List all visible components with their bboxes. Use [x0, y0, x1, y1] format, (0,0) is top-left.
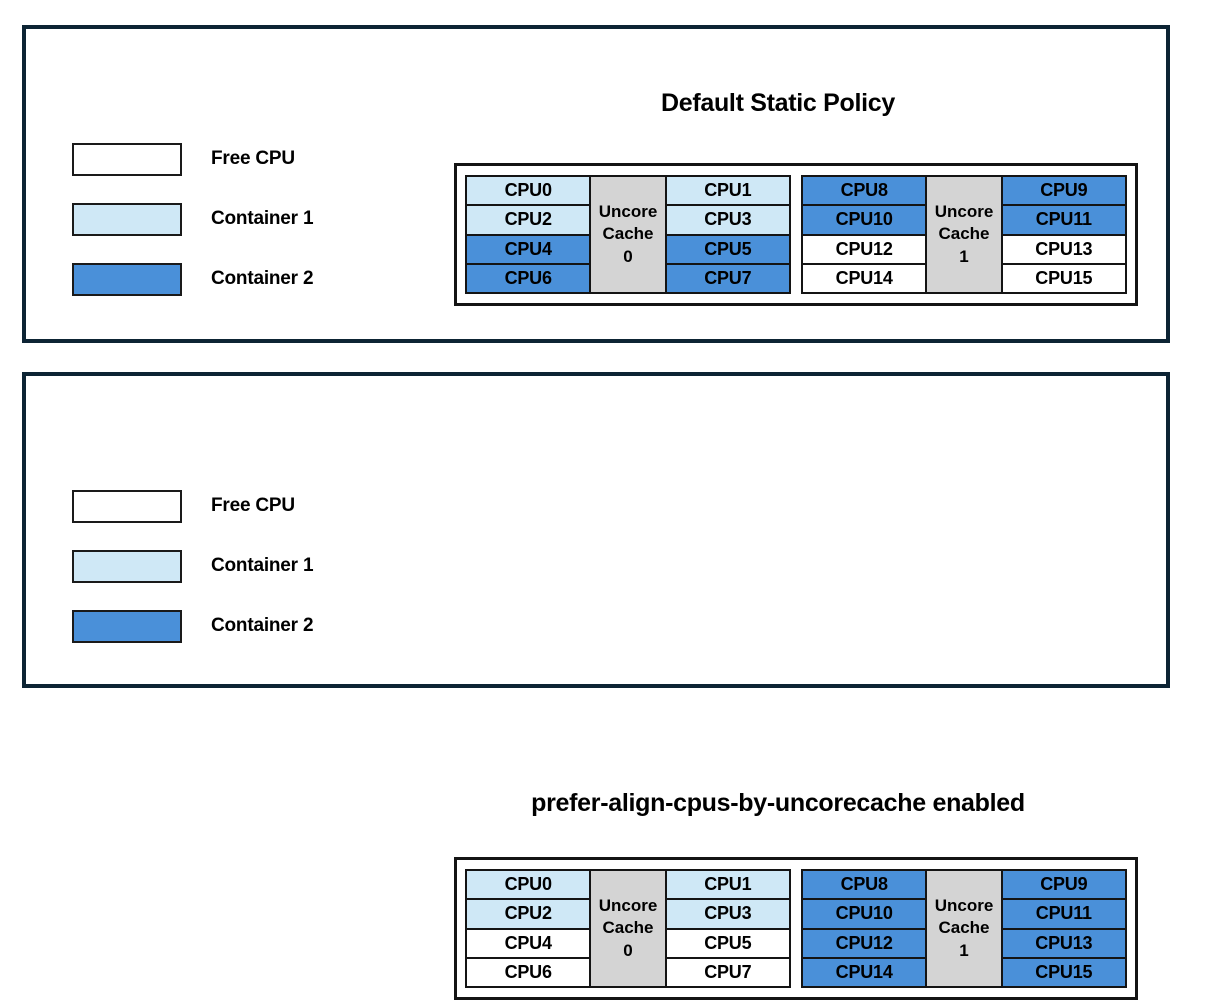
cpu-cell-cpu0[interactable]: CPU0: [467, 871, 590, 901]
cpu-cell-cpu6[interactable]: CPU6: [467, 264, 590, 292]
uncore-cache-block-0: Uncore Cache 0: [589, 177, 667, 292]
panel-default-static-policy: Free CPU Container 1 Container 2 Default…: [22, 25, 1170, 343]
cpu-cell-cpu5[interactable]: CPU5: [666, 235, 789, 265]
cpu-column-left: CPU8 CPU10 CPU12 CPU14: [803, 177, 926, 292]
uncore-cache-block-0: Uncore Cache 0: [589, 871, 667, 986]
cpu-cell-cpu10[interactable]: CPU10: [803, 206, 926, 236]
cpu-cell-cpu3[interactable]: CPU3: [666, 206, 789, 236]
cpu-cell-cpu9[interactable]: CPU9: [1002, 177, 1125, 207]
legend-row: Free CPU: [72, 129, 313, 189]
cpu-cell-cpu12[interactable]: CPU12: [803, 929, 926, 959]
cpu-topology-diagram-bottom: CPU0 CPU2 CPU4 CPU6 Uncore Cache 0 CPU1 …: [454, 857, 1138, 1000]
uncore-cache-index: 1: [959, 246, 969, 266]
socket-uncore-cache-0: CPU0 CPU2 CPU4 CPU6 Uncore Cache 0 CPU1 …: [465, 869, 791, 988]
uncore-cache-block-1: Uncore Cache 1: [925, 177, 1003, 292]
legend-bottom: Free CPU Container 1 Container 2: [72, 476, 314, 656]
cpu-column-left: CPU0 CPU2 CPU4 CPU6: [467, 177, 590, 292]
uncore-label-line2: Cache: [602, 918, 654, 938]
legend-label-container-2: Container 2: [211, 268, 314, 289]
cpu-cell-cpu5[interactable]: CPU5: [666, 929, 789, 959]
panel-prefer-align-cpus-by-uncorecache: Free CPU Container 1 Container 2 prefer-…: [22, 372, 1170, 1000]
socket-uncore-cache-1: CPU8 CPU10 CPU12 CPU14 Uncore Cache 1 CP…: [801, 869, 1127, 988]
cpu-cell-cpu1[interactable]: CPU1: [666, 871, 789, 901]
legend-row: Container 1: [72, 189, 314, 249]
legend-label-container-1: Container 1: [211, 208, 314, 229]
cpu-cell-cpu4[interactable]: CPU4: [467, 235, 590, 265]
cpu-cell-cpu14[interactable]: CPU14: [803, 958, 926, 986]
uncore-cache-index: 0: [623, 940, 633, 960]
uncore-label-line1: Uncore: [598, 895, 658, 915]
cpu-cell-cpu4[interactable]: CPU4: [467, 929, 590, 959]
cpu-cell-cpu14[interactable]: CPU14: [803, 264, 926, 292]
cpu-column-right: CPU9 CPU11 CPU13 CPU15: [1002, 871, 1125, 986]
legend-label-free-cpu: Free CPU: [211, 495, 295, 516]
cpu-cell-cpu9[interactable]: CPU9: [1002, 871, 1125, 901]
legend-swatch-container-1: [72, 202, 182, 236]
cpu-cell-cpu8[interactable]: CPU8: [803, 177, 926, 207]
cpu-cell-cpu2[interactable]: CPU2: [467, 206, 590, 236]
cpu-cell-cpu8[interactable]: CPU8: [803, 871, 926, 901]
cpu-cell-cpu0[interactable]: CPU0: [467, 177, 590, 207]
cpu-topology-diagram-top: CPU0 CPU2 CPU4 CPU6 Uncore Cache 0 CPU1 …: [454, 163, 1138, 306]
cpu-cell-cpu6[interactable]: CPU6: [467, 958, 590, 986]
legend-swatch-container-2: [72, 609, 182, 643]
cpu-cell-cpu11[interactable]: CPU11: [1002, 206, 1125, 236]
cpu-cell-cpu2[interactable]: CPU2: [467, 900, 590, 930]
cpu-cell-cpu3[interactable]: CPU3: [666, 900, 789, 930]
uncore-label-line1: Uncore: [934, 895, 994, 915]
socket-uncore-cache-0: CPU0 CPU2 CPU4 CPU6 Uncore Cache 0 CPU1 …: [465, 175, 791, 294]
uncore-label-line1: Uncore: [934, 201, 994, 221]
uncore-label-line2: Cache: [938, 918, 990, 938]
uncore-cache-index: 0: [623, 246, 633, 266]
legend-label-container-1: Container 1: [211, 555, 314, 576]
diagram-title-top: Default Static Policy: [660, 89, 896, 117]
legend-row: Container 2: [72, 596, 314, 656]
legend-row: Free CPU: [72, 476, 313, 536]
cpu-cell-cpu7[interactable]: CPU7: [666, 264, 789, 292]
cpu-cell-cpu13[interactable]: CPU13: [1002, 235, 1125, 265]
legend-swatch-free-cpu: [72, 489, 182, 523]
cpu-column-right: CPU9 CPU11 CPU13 CPU15: [1002, 177, 1125, 292]
cpu-cell-cpu15[interactable]: CPU15: [1002, 958, 1125, 986]
uncore-label-line2: Cache: [938, 224, 990, 244]
uncore-label-line1: Uncore: [598, 201, 658, 221]
cpu-column-left: CPU0 CPU2 CPU4 CPU6: [467, 871, 590, 986]
legend-row: Container 2: [72, 249, 314, 309]
cpu-column-right: CPU1 CPU3 CPU5 CPU7: [666, 177, 789, 292]
uncore-label-line2: Cache: [602, 224, 654, 244]
cpu-column-right: CPU1 CPU3 CPU5 CPU7: [666, 871, 789, 986]
legend-top: Free CPU Container 1 Container 2: [72, 129, 314, 309]
uncore-cache-block-1: Uncore Cache 1: [925, 871, 1003, 986]
diagram-title-bottom: prefer-align-cpus-by-uncorecache enabled: [531, 789, 1025, 817]
uncore-cache-index: 1: [959, 940, 969, 960]
legend-swatch-container-1: [72, 549, 182, 583]
legend-label-container-2: Container 2: [211, 615, 314, 636]
cpu-cell-cpu11[interactable]: CPU11: [1002, 900, 1125, 930]
legend-swatch-container-2: [72, 262, 182, 296]
cpu-cell-cpu15[interactable]: CPU15: [1002, 264, 1125, 292]
legend-swatch-free-cpu: [72, 142, 182, 176]
legend-row: Container 1: [72, 536, 314, 596]
cpu-column-left: CPU8 CPU10 CPU12 CPU14: [803, 871, 926, 986]
cpu-cell-cpu10[interactable]: CPU10: [803, 900, 926, 930]
cpu-cell-cpu7[interactable]: CPU7: [666, 958, 789, 986]
cpu-cell-cpu1[interactable]: CPU1: [666, 177, 789, 207]
legend-label-free-cpu: Free CPU: [211, 148, 295, 169]
socket-uncore-cache-1: CPU8 CPU10 CPU12 CPU14 Uncore Cache 1 CP…: [801, 175, 1127, 294]
cpu-cell-cpu12[interactable]: CPU12: [803, 235, 926, 265]
cpu-cell-cpu13[interactable]: CPU13: [1002, 929, 1125, 959]
